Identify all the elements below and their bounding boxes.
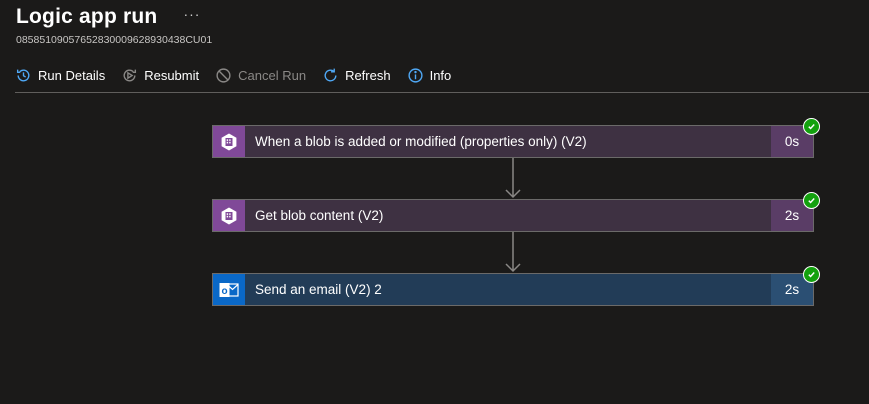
info-label: Info <box>429 67 452 83</box>
step-label: Send an email (V2) 2 <box>255 282 382 297</box>
success-check-icon <box>803 192 820 209</box>
success-check-icon <box>803 266 820 283</box>
step-label: When a blob is added or modified (proper… <box>255 134 587 149</box>
blob-storage-icon <box>221 133 237 150</box>
info-icon <box>408 67 423 83</box>
step-icon-container: o <box>213 274 245 305</box>
run-id: 08585109057652830009628930438CU01 <box>16 34 213 46</box>
step-icon-container <box>213 126 245 157</box>
step-icon-container <box>213 200 245 231</box>
resubmit-label: Resubmit <box>144 67 200 83</box>
refresh-label: Refresh <box>345 67 391 83</box>
step-label: Get blob content (V2) <box>255 208 384 223</box>
step-get-blob-content[interactable]: Get blob content (V2) 2s <box>212 199 814 232</box>
flow-arrow-icon <box>505 232 521 273</box>
cancel-run-button[interactable]: Cancel Run <box>215 67 306 84</box>
refresh-icon <box>324 68 337 81</box>
refresh-button[interactable]: Refresh <box>322 67 391 84</box>
info-button[interactable]: Info <box>407 67 452 84</box>
svg-text:o: o <box>221 286 227 297</box>
cancel-run-label: Cancel Run <box>238 67 307 83</box>
page-title: Logic app run <box>16 5 158 28</box>
more-options-button[interactable]: ··· <box>183 6 201 22</box>
history-icon <box>16 68 30 81</box>
blob-storage-icon <box>221 207 237 224</box>
success-check-icon <box>803 118 820 135</box>
flow-arrow-icon <box>505 158 521 199</box>
step-send-email[interactable]: o Send an email (V2) 2 2s <box>212 273 814 306</box>
toolbar-divider <box>15 92 869 93</box>
run-details-button[interactable]: Run Details <box>15 67 105 84</box>
step-blob-trigger[interactable]: When a blob is added or modified (proper… <box>212 125 814 158</box>
resubmit-button[interactable]: Resubmit <box>121 67 199 84</box>
toolbar: Run Details Resubmit Cancel Run Refresh … <box>15 62 467 88</box>
resubmit-icon <box>123 68 137 81</box>
run-details-label: Run Details <box>38 67 106 83</box>
page-header: Logic app run ··· <box>16 5 200 29</box>
outlook-icon: o <box>219 282 239 297</box>
cancel-icon <box>216 67 231 83</box>
